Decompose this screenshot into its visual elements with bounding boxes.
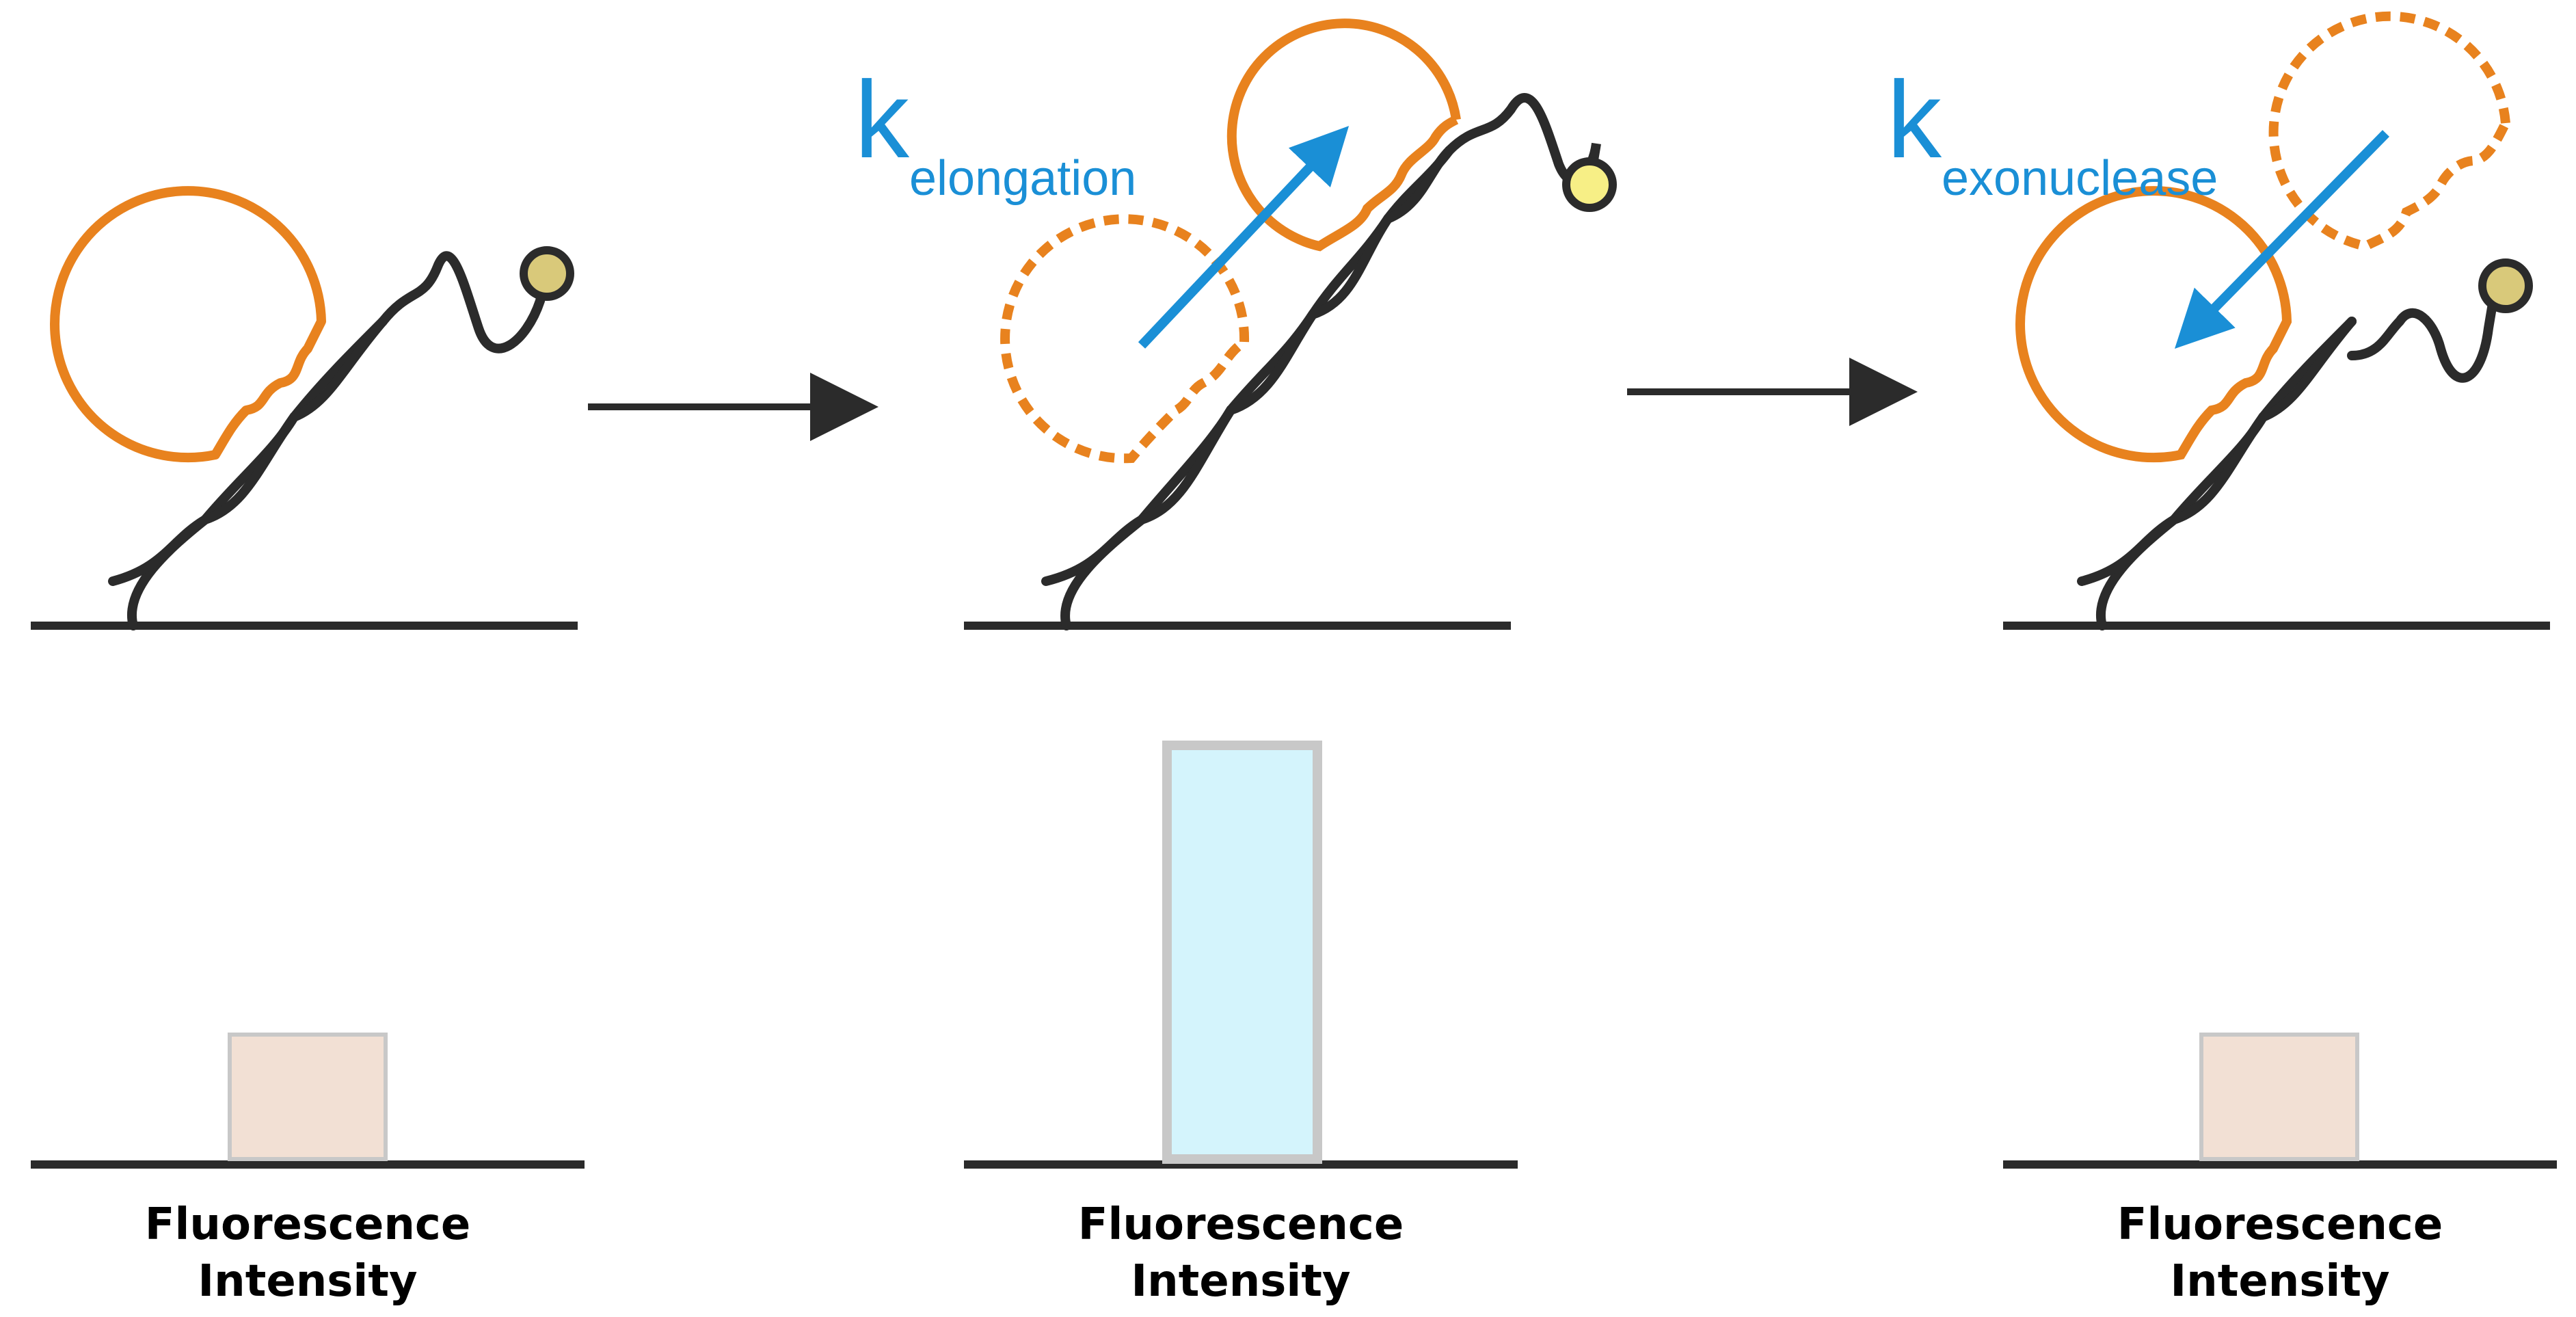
fluorophore-dye — [520, 246, 574, 301]
fluorescence-bar-exonuclease — [2199, 1033, 2359, 1161]
fluorescence-label-line1: Fluorescence — [145, 1199, 471, 1250]
fluorescence-label-line1: Fluorescence — [1078, 1199, 1404, 1250]
polymerase — [2015, 186, 2292, 463]
panel-elongation: k elongation — [855, 18, 1617, 630]
rate-symbol: k — [855, 58, 910, 181]
rate-symbol: k — [1887, 58, 1942, 181]
fluorescence-bars: Fluorescence Intensity Fluorescence Inte… — [31, 741, 2557, 1307]
polymerase-ghost — [1000, 214, 1250, 464]
rate-label-exonuclease: k exonuclease — [1887, 58, 2218, 206]
panel-exonuclease: k exonuclease — [1887, 11, 2550, 630]
exonuclease-rate-arrow — [2174, 130, 2389, 349]
rate-label-elongation: k elongation — [855, 58, 1136, 206]
polymerase — [50, 186, 326, 463]
rate-subscript: exonuclease — [1942, 151, 2218, 206]
polymerase — [1226, 18, 1461, 252]
elongation-rate-arrow — [1138, 126, 1350, 349]
dna-helix — [2077, 282, 2500, 630]
panel-initial — [31, 186, 578, 630]
fluorophore-dye — [2478, 258, 2533, 313]
fluorescence-bar-initial — [228, 1033, 388, 1161]
fluorescence-label-line2: Intensity — [2170, 1256, 2389, 1307]
fluorophore-dye — [1562, 157, 1617, 212]
fluorescence-label-line1: Fluorescence — [2117, 1199, 2443, 1250]
fluorescence-label-line2: Intensity — [1131, 1256, 1350, 1307]
dna-helix — [108, 251, 552, 630]
polymerase-ghost — [2268, 11, 2510, 252]
fluorescence-label-line2: Intensity — [198, 1256, 417, 1307]
fluorescence-bar-elongation — [1162, 741, 1322, 1164]
rate-subscript: elongation — [909, 151, 1136, 206]
